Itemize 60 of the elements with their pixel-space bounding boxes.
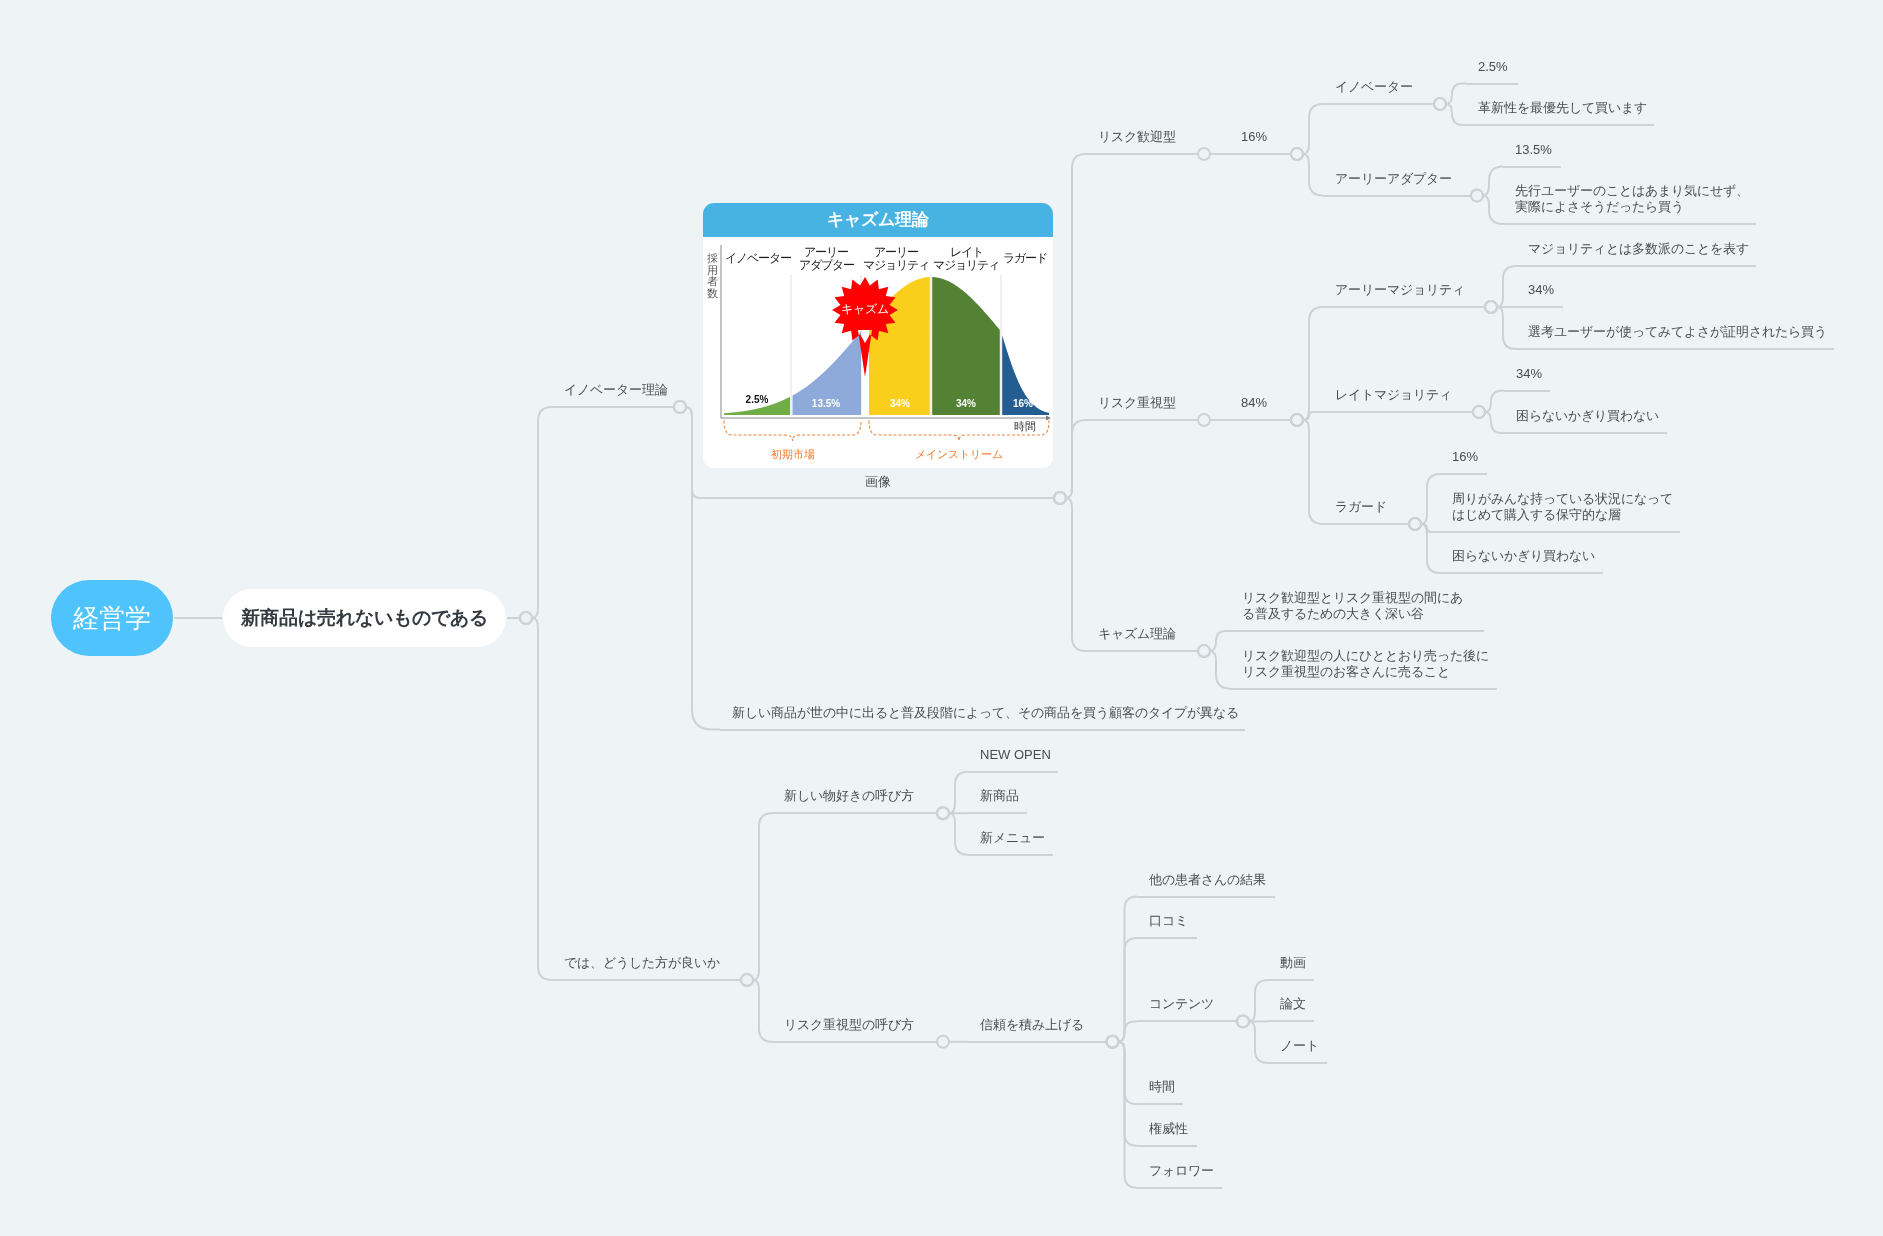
branch-line: [1470, 188, 1504, 225]
topic-label: コンテンツ: [1137, 994, 1237, 1023]
topic-label: 論文: [1268, 994, 1314, 1023]
branch-line: [1197, 413, 1230, 427]
branch-line: [1290, 147, 1324, 197]
title-bar: キャズム理論: [703, 203, 1053, 237]
topic-label: フォロワー: [1137, 1160, 1222, 1189]
main-topic: 新商品は売れないものである: [223, 589, 506, 647]
central-topic: 経営学: [51, 580, 173, 656]
topic-label: 革新性を最優先して買います: [1466, 98, 1654, 126]
topic-label: 選考ユーザーが使ってみてよさが証明されたら買う: [1516, 322, 1834, 350]
topic-label: 16%: [1440, 447, 1487, 475]
image-caption: 画像: [865, 474, 891, 490]
branch-line: [1472, 405, 1505, 434]
topic-label: 16%: [1229, 127, 1291, 155]
axis-label: 採用者数: [707, 252, 718, 300]
topic-label: 34%: [1504, 363, 1550, 392]
bracket-label: メインストリーム: [915, 447, 1003, 461]
topic-label: イノベーター理論: [552, 380, 674, 408]
branch-line: [673, 400, 721, 731]
topic-label: 13.5%: [1503, 139, 1561, 168]
topic-label: リスク重視型の呼び方: [772, 1014, 937, 1043]
topic-label: 動画: [1268, 953, 1314, 981]
topic-label: ノート: [1268, 1035, 1327, 1064]
topic-label: 口コミ: [1137, 911, 1197, 939]
topic-label: リスク歓迎型: [1086, 127, 1198, 155]
topic-label: キャズム理論: [1086, 624, 1198, 652]
topic-label: 新しい商品が世の中に出ると普及段階によって、その商品を買う顧客のタイプが異なる: [720, 702, 1245, 731]
topic-label: 信頼を積み上げる: [968, 1014, 1107, 1043]
branch-line: [1433, 97, 1467, 126]
topic-label: リスク歓迎型とリスク重視型の間にある普及するための大きく深い谷: [1230, 588, 1484, 632]
topic-label: 先行ユーザーのことはあまり気にせず、実際によさそうだったら買う: [1503, 181, 1756, 225]
topic-label: リスク歓迎型の人にひととおり売った後にリスク重視型のお客さんに売ること: [1230, 645, 1497, 690]
topic-label: レイトマジョリティ: [1323, 385, 1473, 413]
topic-label: 困らないかぎり買わない: [1504, 406, 1667, 434]
topic-label: 34%: [1516, 280, 1563, 308]
branch-line: [173, 617, 223, 619]
topic-label: では、どうした方が良いか: [552, 953, 741, 981]
bracket-label: 初期市場: [770, 447, 815, 461]
topic-label: ラガード: [1323, 497, 1409, 525]
topic-label: 周りがみんな持っている状況になってはじめて購入する保守的な層: [1440, 489, 1680, 533]
topic-label: 時間: [1137, 1077, 1183, 1106]
topic-label: 新しい物好きの呼び方: [772, 786, 937, 815]
topic-label: 2.5%: [1466, 56, 1518, 85]
branch-line: [1197, 644, 1231, 690]
topic-label: マジョリティとは多数派のことを表す: [1516, 239, 1756, 267]
topic-label: 新メニュー: [968, 827, 1053, 856]
topic-label: NEW OPEN: [968, 744, 1058, 773]
topic-label: 新商品: [968, 786, 1027, 815]
topic-label: 権威性: [1137, 1118, 1197, 1147]
branch-line: [936, 1034, 969, 1049]
branch-line: [1197, 147, 1230, 161]
topic-label: アーリーマジョリティ: [1323, 280, 1485, 308]
topic-label: 他の患者さんの結果: [1137, 869, 1275, 898]
topic-label: 困らないかぎり買わない: [1440, 546, 1603, 574]
topic-label: イノベーター: [1323, 77, 1434, 105]
topic-label: リスク重視型: [1086, 393, 1198, 421]
topic-label: アーリーアダプター: [1323, 168, 1471, 197]
topic-label: 84%: [1229, 393, 1291, 421]
branch-line: [740, 973, 773, 1043]
